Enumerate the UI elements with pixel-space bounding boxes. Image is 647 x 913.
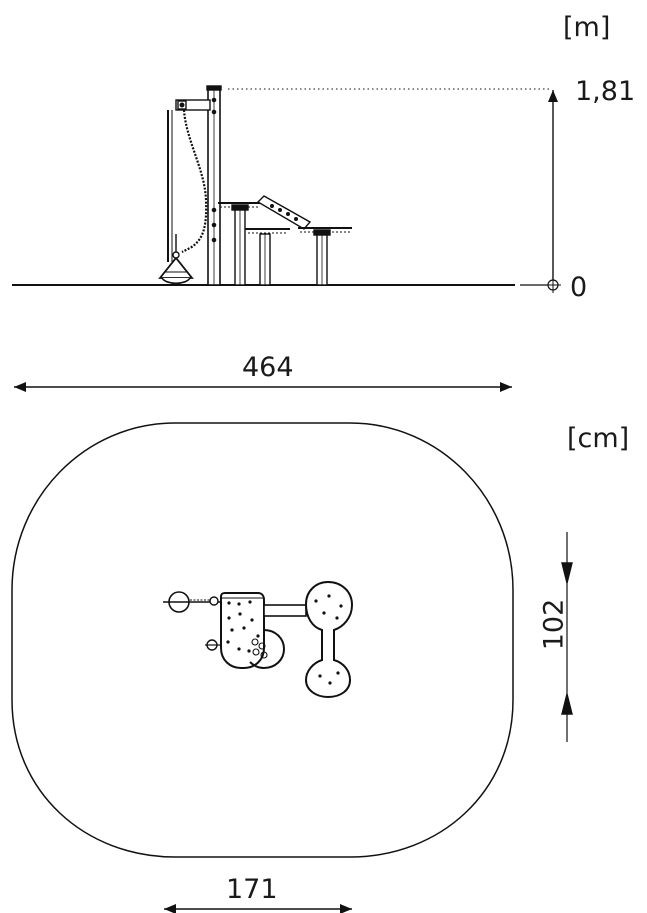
clover-platform-plan — [304, 580, 354, 699]
height-value-label: 1,81 — [575, 76, 636, 107]
swing-chain — [181, 109, 208, 253]
depth-value-label: 102 — [538, 598, 570, 651]
plan-view — [11, 382, 573, 913]
platform-deck-2 — [245, 228, 290, 286]
safety-zone-outline — [11, 422, 514, 858]
bottom-value-label: 171 — [226, 874, 278, 905]
plan-unit-label: [cm] — [567, 423, 630, 454]
depth-arrow-bottom — [561, 693, 573, 715]
main-post — [206, 85, 222, 286]
platform-dots — [226, 594, 343, 685]
bridge-ramp — [256, 195, 312, 230]
elevation-unit-label: [m] — [563, 12, 611, 43]
climbing-holds-plan — [251, 638, 268, 659]
main-platform-plan — [220, 592, 265, 669]
bridge-plan — [263, 604, 307, 617]
ground-value-label: 0 — [570, 272, 588, 303]
equipment-footprint — [163, 580, 354, 699]
platform-deck-1 — [218, 202, 262, 286]
width-value-label: 464 — [242, 352, 294, 383]
depth-arrow-top — [561, 562, 573, 584]
platform-deck-3 — [298, 227, 352, 286]
side-elevation — [12, 85, 561, 293]
swing-seat — [158, 234, 194, 285]
round-platform-plan — [249, 629, 286, 670]
swing-arm — [167, 99, 211, 262]
